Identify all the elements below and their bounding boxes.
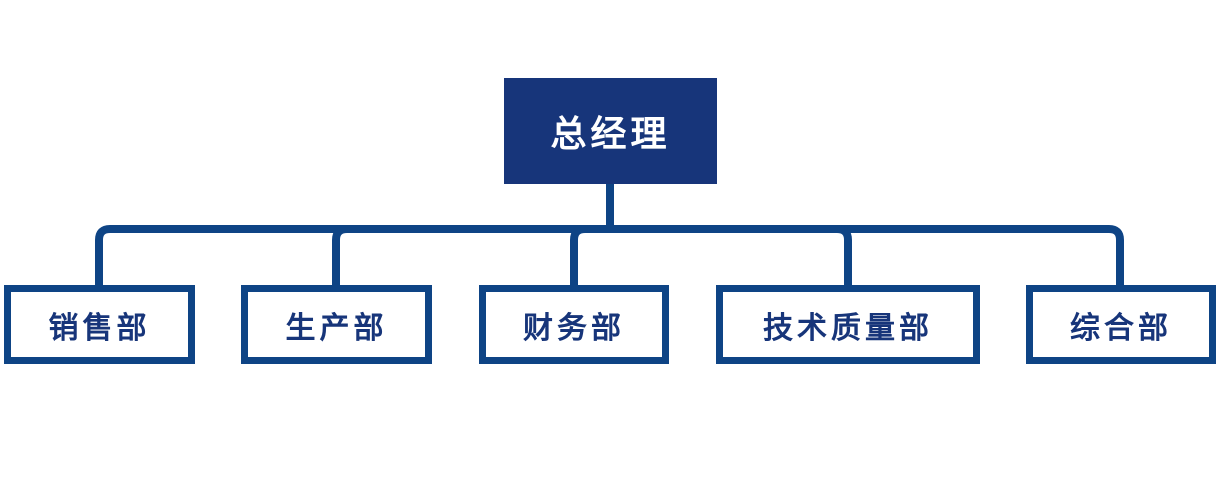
dept-node-general-affairs: 综合部 (1026, 285, 1216, 364)
dept-node-sales: 销售部 (4, 285, 195, 364)
dept-node-label: 综合部 (1070, 310, 1172, 346)
dept-node-label: 技术质量部 (763, 310, 933, 346)
root-node-general-manager: 总经理 (504, 78, 717, 184)
dept-node-production: 生产部 (241, 285, 432, 364)
dept-node-label: 财务部 (523, 310, 625, 346)
dept-node-label: 生产部 (285, 310, 388, 346)
dept-node-technical-quality: 技术质量部 (716, 285, 980, 364)
connector-drop-dept-3 (836, 225, 852, 285)
dept-node-finance: 财务部 (479, 285, 669, 364)
root-node-label: 总经理 (550, 113, 671, 155)
dept-node-label: 销售部 (48, 310, 151, 346)
connector-branch-line (95, 225, 1124, 285)
connector-drop-dept-1 (332, 225, 348, 285)
connector-drop-dept-2 (570, 225, 586, 285)
